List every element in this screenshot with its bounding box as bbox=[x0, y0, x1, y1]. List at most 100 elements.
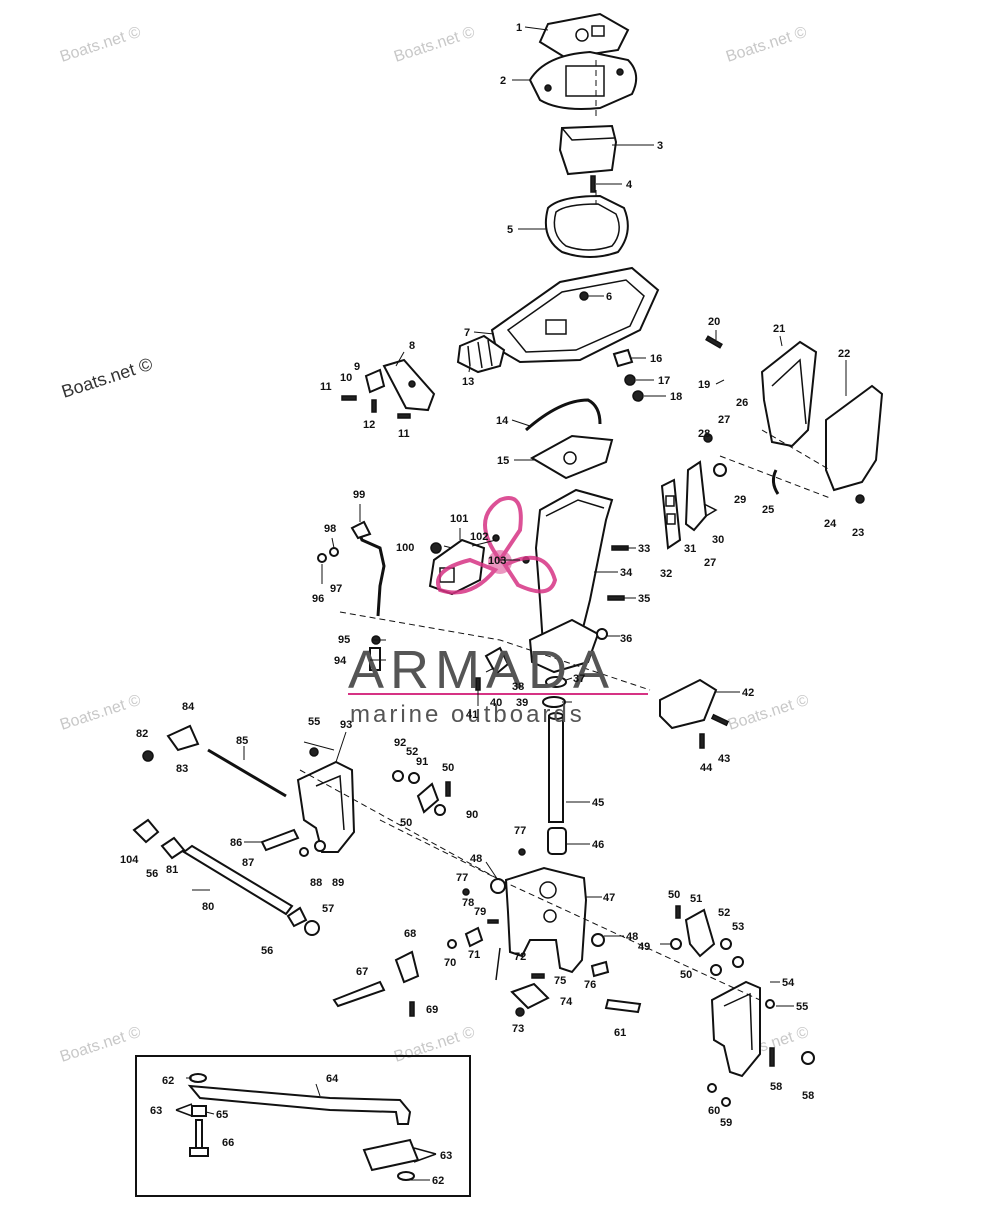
part-81-56-nuts bbox=[132, 818, 320, 936]
callout-label: 101 bbox=[450, 513, 468, 525]
watermark-text: Boats.net © bbox=[58, 692, 143, 734]
part-25-clip bbox=[771, 469, 780, 495]
callout-label: 11 bbox=[398, 428, 410, 440]
part-46-bushing bbox=[547, 827, 567, 855]
watermark-text: Boats.net © bbox=[58, 24, 143, 66]
callout-label: 2 bbox=[500, 75, 506, 87]
part-68-latch bbox=[394, 950, 420, 984]
part-48-washers bbox=[490, 878, 605, 947]
part-49-53-linkage bbox=[670, 905, 744, 976]
part-1-gasket-plate bbox=[538, 12, 630, 60]
part-55-58-fasteners bbox=[765, 999, 815, 1067]
part-77-79-fasteners bbox=[462, 848, 526, 924]
part-4-screw bbox=[590, 175, 596, 193]
callout-label: 14 bbox=[496, 415, 509, 427]
callout-label: 53 bbox=[732, 921, 744, 933]
callout-label: 71 bbox=[468, 949, 480, 961]
callout-label: 56 bbox=[146, 868, 158, 880]
part-2-cover-plate bbox=[528, 50, 638, 110]
part-13-damper-block bbox=[456, 334, 506, 374]
leader-lines bbox=[186, 26, 847, 1181]
callout-label: 74 bbox=[560, 996, 573, 1008]
part-40-41-mount bbox=[475, 646, 510, 691]
brand-logo: ARMADA marine outboards bbox=[348, 496, 648, 728]
callout-label: 50 bbox=[668, 889, 680, 901]
part-15-mount-plate bbox=[529, 434, 614, 480]
callout-label: 69 bbox=[426, 1004, 438, 1016]
callout-label: 58 bbox=[770, 1081, 782, 1093]
callout-label: 39 bbox=[516, 697, 528, 709]
callout-label: 94 bbox=[334, 655, 347, 667]
part-14-hose bbox=[525, 398, 602, 432]
part-7-oil-pan bbox=[490, 266, 660, 364]
callout-label: 15 bbox=[497, 455, 509, 467]
part-69-screw bbox=[409, 1001, 415, 1017]
callout-label: 36 bbox=[620, 633, 632, 645]
callout-label: 57 bbox=[322, 903, 334, 915]
callout-label: 59 bbox=[720, 1117, 732, 1129]
callout-label: 48 bbox=[470, 853, 482, 865]
callout-label: 3 bbox=[657, 140, 663, 152]
callout-label: 22 bbox=[838, 348, 850, 360]
callout-label: 92 bbox=[394, 737, 406, 749]
part-100-grommet bbox=[430, 542, 442, 554]
part-75-76-pins bbox=[531, 960, 610, 979]
part-11-12-screws bbox=[341, 395, 411, 419]
callout-label: 49 bbox=[638, 941, 650, 953]
callout-label: 45 bbox=[592, 797, 604, 809]
callout-label: 54 bbox=[782, 977, 795, 989]
callout-label: 83 bbox=[176, 763, 188, 775]
callout-label: 93 bbox=[340, 719, 352, 731]
part-47-swivel-bracket bbox=[504, 866, 588, 974]
callout-label: 43 bbox=[718, 753, 730, 765]
part-55-screw bbox=[309, 747, 319, 757]
part-86-87-bolt bbox=[260, 828, 300, 852]
watermark-text: Boats.net © bbox=[392, 24, 477, 66]
callout-label: 16 bbox=[650, 353, 662, 365]
callout-label: 62 bbox=[432, 1175, 444, 1187]
part-32-plate bbox=[660, 478, 682, 550]
callout-label: 12 bbox=[363, 419, 375, 431]
part-35-screw bbox=[607, 595, 625, 601]
callout-label: 48 bbox=[626, 931, 638, 943]
callout-label: 89 bbox=[332, 877, 344, 889]
callout-label: 52 bbox=[406, 746, 418, 758]
callout-label: 90 bbox=[466, 809, 478, 821]
callout-label: 6 bbox=[606, 291, 612, 303]
part-9-10-clip bbox=[364, 368, 386, 394]
callout-label: 82 bbox=[136, 728, 148, 740]
callout-label: 56 bbox=[261, 945, 273, 957]
callout-label: 66 bbox=[222, 1137, 234, 1149]
inset-detail-box bbox=[135, 1055, 471, 1197]
part-23-screw bbox=[855, 494, 865, 504]
callout-label: 37 bbox=[573, 673, 585, 685]
callout-label: 19 bbox=[698, 379, 710, 391]
callout-label: 11 bbox=[320, 381, 332, 393]
part-96-98-fasteners bbox=[317, 547, 339, 563]
part-22-24-lower-cover bbox=[825, 384, 884, 492]
callout-label: 95 bbox=[338, 634, 350, 646]
callout-label: 50 bbox=[442, 762, 454, 774]
callout-label: 32 bbox=[660, 568, 672, 580]
watermark-text: Boats.net © bbox=[392, 1024, 477, 1066]
callout-label: 88 bbox=[310, 877, 322, 889]
part-3-cup-housing bbox=[558, 124, 618, 176]
part-88-89-nuts bbox=[299, 840, 326, 857]
brand-tagline: marine outboards bbox=[350, 701, 585, 728]
part-99-link-rod bbox=[350, 520, 386, 617]
callout-label: 50 bbox=[680, 969, 692, 981]
callout-label: 104 bbox=[120, 854, 139, 866]
callout-label: 33 bbox=[638, 543, 650, 555]
callout-label: 29 bbox=[734, 494, 746, 506]
callout-label: 65 bbox=[216, 1109, 228, 1121]
callout-label: 17 bbox=[658, 375, 670, 387]
callout-label: 55 bbox=[308, 716, 320, 728]
callout-label: 8 bbox=[409, 340, 415, 352]
callout-label: 51 bbox=[690, 893, 702, 905]
callout-label: 67 bbox=[356, 966, 368, 978]
part-74-clamp bbox=[510, 982, 550, 1010]
callout-label: 64 bbox=[326, 1073, 339, 1085]
callout-label: 52 bbox=[718, 907, 730, 919]
part-20-screw bbox=[705, 335, 723, 349]
